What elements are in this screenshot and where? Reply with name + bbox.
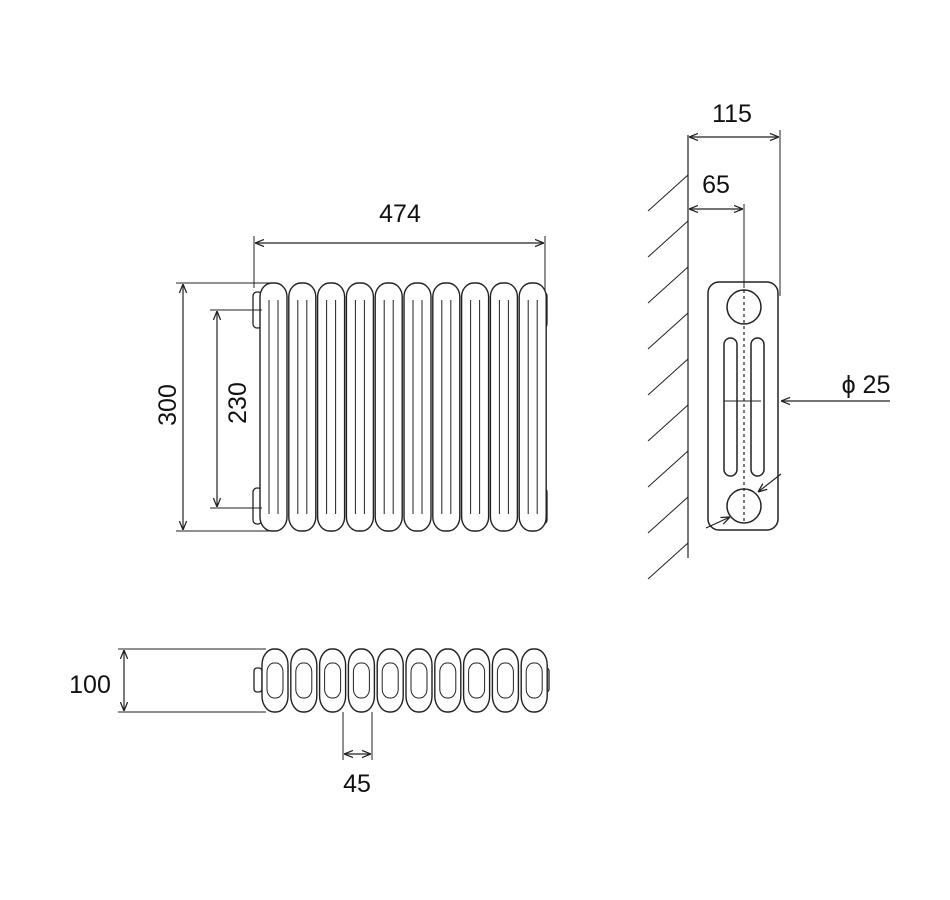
side-view: 115 65 ϕ 25: [647, 100, 891, 580]
hatch-line: [647, 312, 689, 350]
front-column: [374, 282, 403, 532]
width-label: 474: [379, 200, 421, 228]
top-view-columns: [253, 648, 550, 713]
top-column: [318, 648, 347, 713]
top-depth-dimension: 100: [69, 648, 266, 713]
pipe-diameter-label: ϕ 25: [842, 371, 891, 399]
top-column: [347, 648, 376, 713]
top-left-boss: [253, 667, 263, 693]
hatch-line: [647, 220, 689, 258]
top-view: 100 45: [69, 648, 550, 798]
front-column: [316, 282, 346, 532]
front-column: [518, 282, 547, 532]
top-column: [520, 648, 548, 713]
hatch-line: [647, 358, 689, 396]
top-column: [405, 648, 433, 713]
centres-label: 230: [224, 382, 252, 424]
depth-dimension: 115: [689, 100, 781, 296]
depth-label: 115: [712, 100, 752, 128]
front-view: 474 300 230: [154, 200, 548, 532]
hatch-line: [647, 542, 689, 580]
pitch-label: 45: [343, 770, 371, 798]
top-column: [491, 648, 520, 713]
front-view-columns: [252, 282, 548, 532]
side-section: [707, 281, 779, 531]
wall: [647, 135, 689, 580]
hatch-line: [647, 174, 689, 212]
front-column: [489, 282, 519, 532]
wall-offset-label: 65: [702, 171, 730, 199]
hatch-line: [647, 450, 689, 488]
front-column: [345, 282, 375, 532]
height-dimension: 300: [154, 282, 270, 532]
hatch-line: [647, 266, 689, 304]
hatch-line: [647, 404, 689, 442]
hatch-line: [647, 496, 689, 534]
front-column: [460, 282, 490, 532]
top-column: [462, 648, 491, 713]
top-pipe: [726, 289, 762, 325]
top-column: [261, 648, 289, 713]
width-dimension: 474: [253, 200, 546, 290]
centres-dimension: 230: [210, 309, 262, 509]
height-label: 300: [154, 384, 182, 426]
wall-offset-dimension: 65: [689, 171, 745, 288]
pitch-dimension: 45: [342, 712, 373, 798]
top-depth-label: 100: [69, 671, 111, 699]
front-column: [259, 282, 288, 532]
front-column: [288, 282, 317, 532]
pipe-diameter-dimension: ϕ 25: [705, 371, 891, 529]
front-column: [403, 282, 432, 532]
top-column: [434, 648, 462, 713]
wall-hatching: [647, 174, 689, 580]
top-column: [376, 648, 404, 713]
front-column: [432, 282, 461, 532]
top-column: [290, 648, 318, 713]
